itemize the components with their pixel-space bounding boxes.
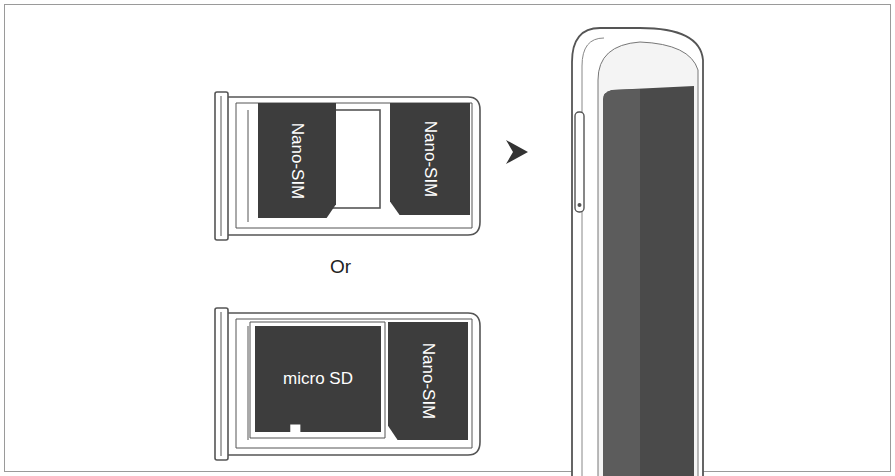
or-label: Or [330, 256, 351, 278]
sim-tray [215, 92, 480, 240]
card-label: micro SD [283, 369, 353, 389]
sd-tray [215, 308, 480, 460]
nano-sim-card: Nano-SIM [258, 103, 336, 218]
card-label: Nano-SIM [287, 122, 307, 199]
frame [5, 5, 891, 472]
microsd-card: micro SD [255, 326, 381, 432]
insert-arrow [506, 140, 528, 164]
nano-sim-card: Nano-SIM [388, 322, 468, 440]
nano-sim-card: Nano-SIM [390, 103, 470, 215]
card-label: Nano-SIM [418, 343, 438, 420]
card-label: Nano-SIM [420, 121, 440, 198]
phone [572, 28, 703, 476]
